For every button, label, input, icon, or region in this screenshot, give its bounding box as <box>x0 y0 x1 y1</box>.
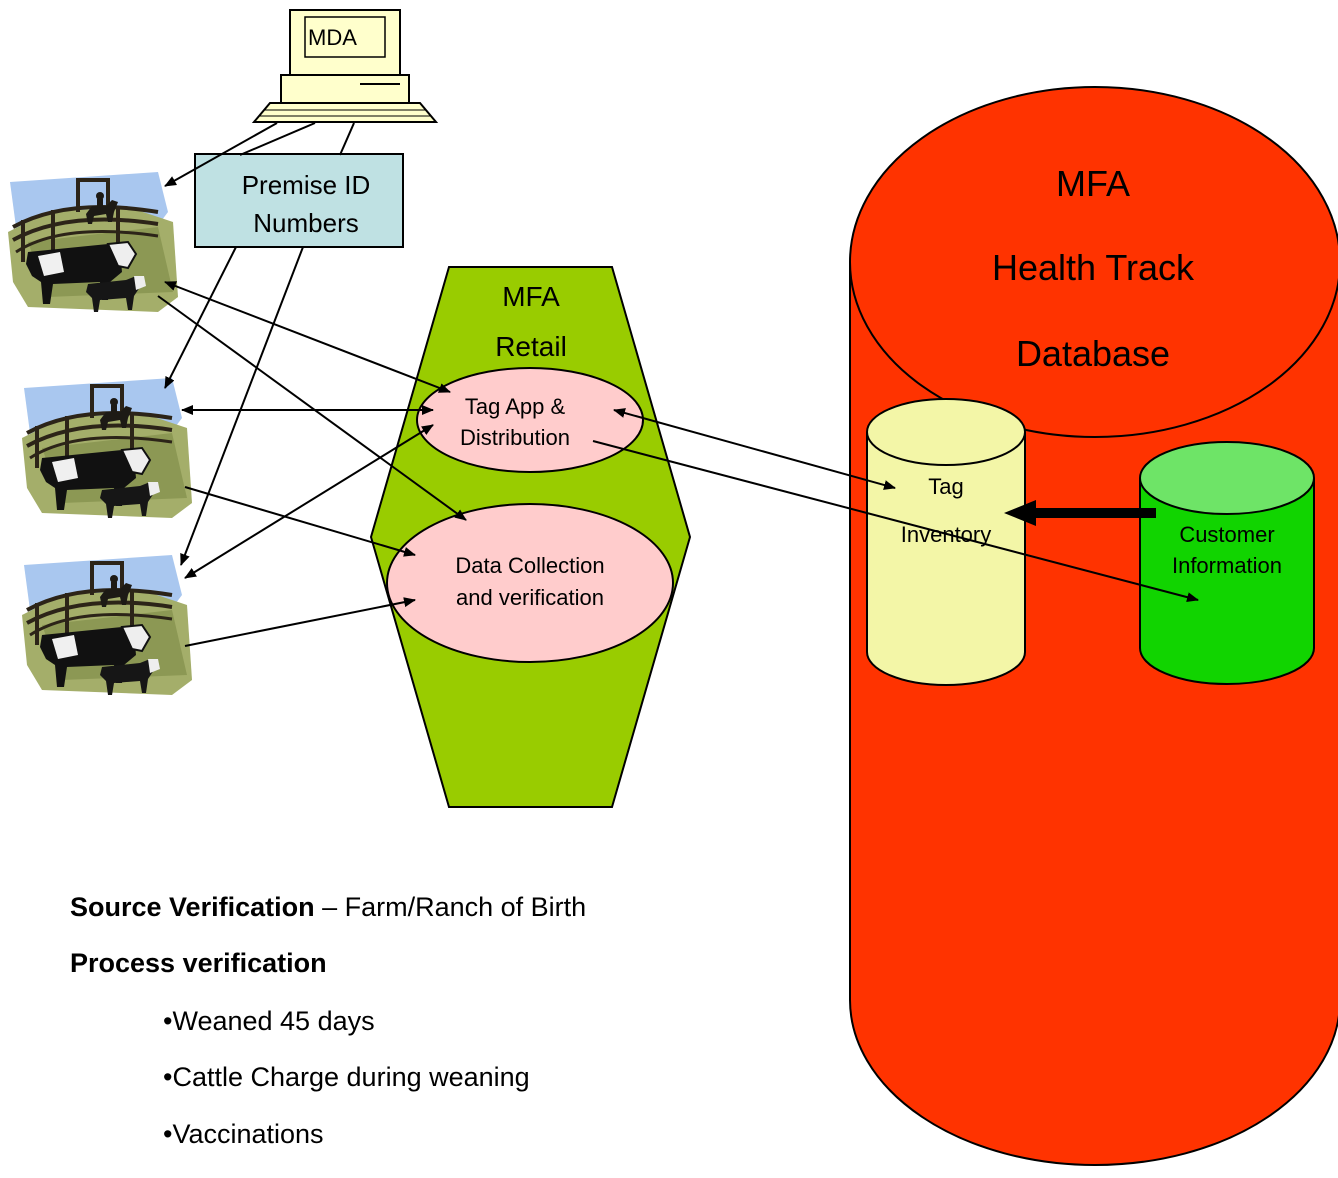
database-title-line2: Health Track <box>992 247 1195 288</box>
data-collection-line1: Data Collection <box>455 553 604 578</box>
retail-line2: Retail <box>495 331 567 362</box>
data-collection-ellipse <box>386 503 674 663</box>
tag-inventory-cylinder <box>866 398 1026 686</box>
retail-line1: MFA <box>502 281 560 312</box>
tag-inventory-line1: Tag <box>928 474 963 499</box>
mda-label: MDA <box>308 25 357 50</box>
premise-id-box <box>194 153 404 248</box>
customer-info-line2: Information <box>1172 553 1282 578</box>
farm-cattle-image-2 <box>20 376 194 520</box>
tag-app-line1: Tag App & <box>465 394 566 419</box>
tag-app-line2: Distribution <box>460 425 570 450</box>
process-bullet: •Weaned 45 days <box>163 1006 375 1036</box>
process-bullet: •Vaccinations <box>163 1119 324 1149</box>
source-verification-note: Source Verification – Farm/Ranch of Birt… <box>70 892 586 922</box>
customer-information-cylinder <box>1139 441 1315 685</box>
farm-cattle-image-3 <box>20 553 194 697</box>
data-collection-line2: and verification <box>456 585 604 610</box>
mda-computer-icon <box>251 9 439 123</box>
connector-lines <box>157 122 1199 647</box>
process-verification-heading: Process verification <box>70 948 327 978</box>
premise-line2: Numbers <box>253 208 358 238</box>
farm-cattle-image-1 <box>6 170 180 314</box>
process-bullet: •Cattle Charge during weaning <box>163 1062 530 1092</box>
database-title-line1: MFA <box>1056 163 1130 204</box>
customer-info-line1: Customer <box>1179 522 1274 547</box>
tag-app-ellipse <box>416 367 644 473</box>
database-title-line3: Database <box>1016 333 1170 374</box>
customer-to-inventory-arrow <box>1004 500 1156 526</box>
premise-line1: Premise ID <box>242 170 371 200</box>
